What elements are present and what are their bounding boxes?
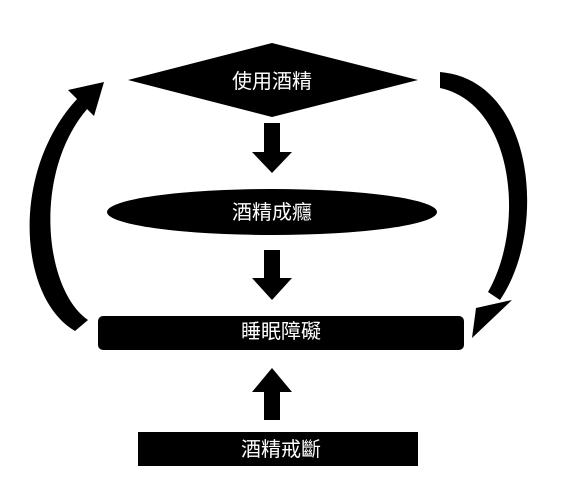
left-curved-arrow-icon (29, 82, 104, 331)
node-label-alcohol-withdrawal: 酒精戒斷 (241, 437, 321, 461)
down-arrow-icon (252, 250, 292, 300)
node-label-sleep-disorder: 睡眠障礙 (241, 319, 321, 343)
node-sleep-disorder: 睡眠障礙 (98, 316, 464, 350)
node-label-alcohol-use: 使用酒精 (232, 69, 312, 93)
ellipse-shape (107, 189, 437, 235)
diamond-shape (128, 43, 418, 117)
node-alcohol-withdrawal: 酒精戒斷 (138, 432, 418, 466)
right-curved-arrow-icon (440, 72, 528, 338)
down-arrow-icon (252, 123, 292, 173)
up-arrow-icon (252, 368, 292, 420)
rounded-rect-shape (98, 316, 464, 350)
node-alcohol-addiction: 酒精成癮 (107, 189, 437, 235)
rect-shape (138, 432, 418, 466)
node-alcohol-use: 使用酒精 (128, 43, 418, 117)
node-label-alcohol-addiction: 酒精成癮 (232, 200, 312, 224)
